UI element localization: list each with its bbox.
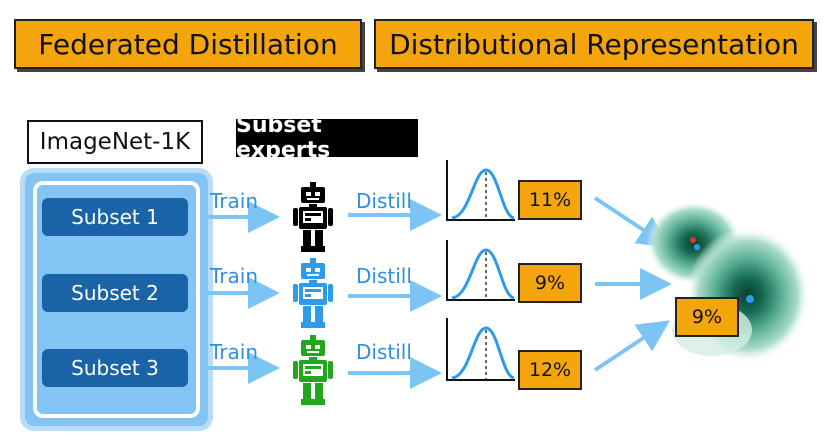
train-label-1: Train bbox=[210, 189, 258, 213]
density-contour-plot bbox=[646, 201, 810, 363]
robot-icon-green bbox=[293, 335, 333, 405]
train-arrows bbox=[204, 201, 280, 384]
distribution-icon-1 bbox=[446, 160, 515, 221]
blue-center-dot-1 bbox=[694, 244, 700, 250]
distributional-representation-tag: Distributional Representation bbox=[374, 19, 814, 69]
federated-distillation-tag: Federated Distillation bbox=[14, 19, 362, 69]
subset-2-box: Subset 2 bbox=[42, 274, 188, 312]
distill-arrows bbox=[348, 199, 442, 389]
red-center-dot bbox=[690, 237, 696, 243]
percent-box-2: 9% bbox=[518, 263, 582, 303]
distribution-icon-2 bbox=[446, 240, 515, 301]
merge-arrow-3 bbox=[593, 320, 671, 372]
robot-icon-black bbox=[293, 182, 333, 252]
blue-center-dot-2 bbox=[746, 295, 754, 303]
train-label-3: Train bbox=[210, 340, 258, 364]
subset-1-box: Subset 1 bbox=[42, 198, 188, 236]
distill-label-1: Distill bbox=[356, 189, 412, 213]
robot-icon-blue bbox=[293, 258, 333, 328]
dataset-label: ImageNet-1K bbox=[27, 120, 203, 164]
percent-box-3: 12% bbox=[518, 350, 582, 390]
distill-label-2: Distill bbox=[356, 264, 412, 288]
percent-box-1: 11% bbox=[518, 180, 582, 220]
distill-label-3: Distill bbox=[356, 340, 412, 364]
dataset-panel-inner bbox=[33, 181, 200, 418]
merge-arrows bbox=[593, 196, 672, 372]
subset-3-box: Subset 3 bbox=[42, 349, 188, 387]
merged-percent-box: 9% bbox=[675, 297, 739, 337]
train-label-2: Train bbox=[210, 264, 258, 288]
distribution-icon-3 bbox=[446, 318, 515, 381]
